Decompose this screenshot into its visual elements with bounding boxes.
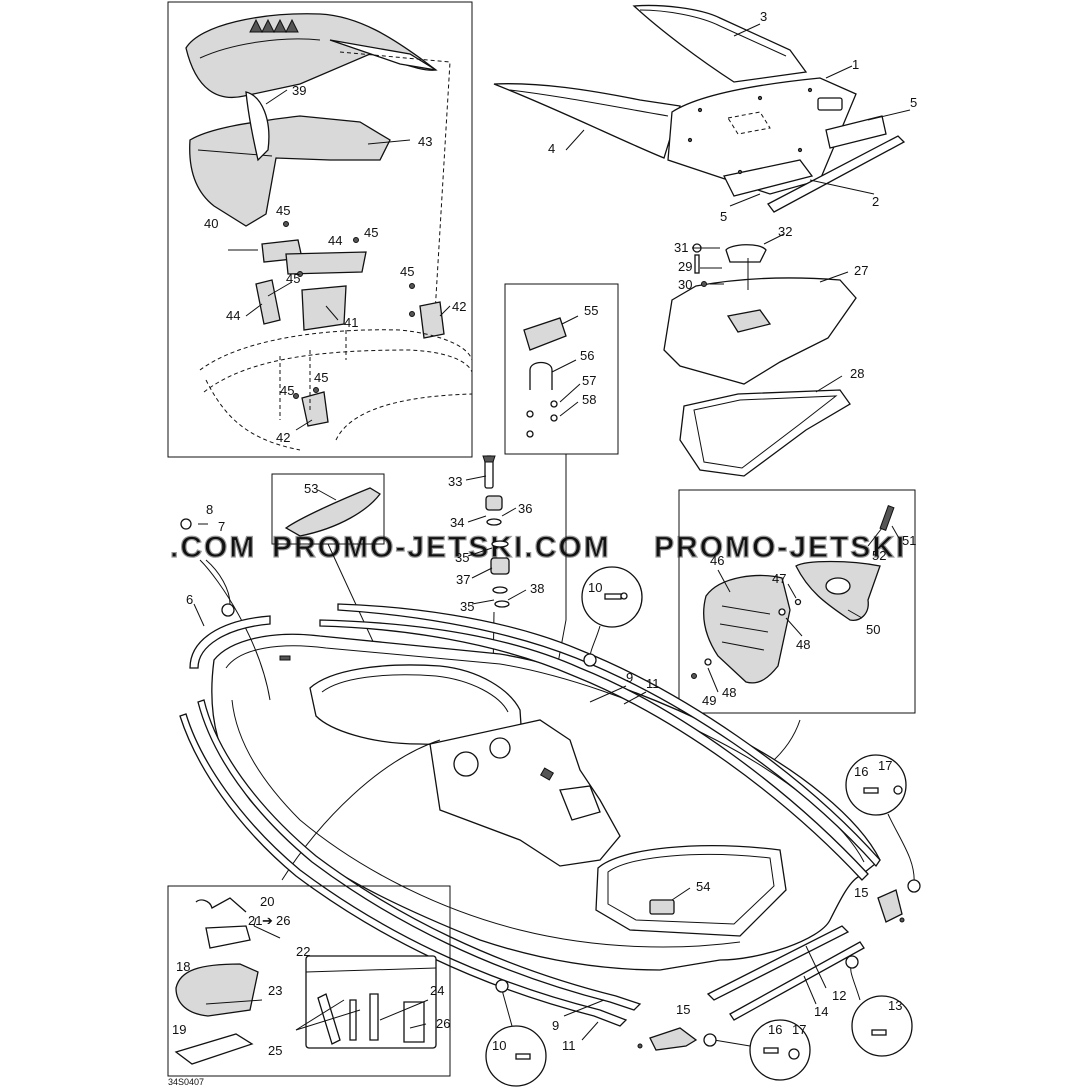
callout-22: 22 <box>296 944 310 959</box>
callout-8: 8 <box>206 502 213 517</box>
inset-glovebox <box>504 283 619 761</box>
callout-32: 32 <box>778 224 792 239</box>
screw-icons <box>283 221 415 399</box>
callout-42-bottom: 42 <box>276 430 290 445</box>
inset-seat <box>167 1 473 458</box>
callout-30: 30 <box>678 277 692 292</box>
callout-11-top: 11 <box>646 676 660 691</box>
callout-23: 23 <box>268 983 282 998</box>
callout-3: 3 <box>760 9 767 24</box>
arrow-icon: ➔ <box>262 913 273 928</box>
callout-45-f: 45 <box>280 383 294 398</box>
callout-17-right: 17 <box>878 758 892 773</box>
callout-54: 54 <box>696 879 710 894</box>
callout-44-top: 44 <box>328 233 342 248</box>
watermark: .COM PROMO-JETSKI.COM PROMO-JETSKI <box>169 530 906 564</box>
callout-25: 25 <box>268 1043 282 1058</box>
inset-toolkit <box>167 885 451 1077</box>
callout-2: 2 <box>872 194 879 209</box>
callout-45-e: 45 <box>314 370 328 385</box>
callout-41: 41 <box>344 315 358 330</box>
callout-labels: 1 2 3 4 5 5 6 7 8 9 9 10 10 11 11 12 13 … <box>172 9 917 1058</box>
callout-18: 18 <box>176 959 190 974</box>
callout-10-top: 10 <box>588 580 602 595</box>
callout-17-bottom: 17 <box>792 1022 806 1037</box>
access-cover <box>663 233 857 477</box>
callout-35-bottom: 35 <box>460 599 474 614</box>
callout-12: 12 <box>832 988 846 1003</box>
callout-10-bottom: 10 <box>492 1038 506 1053</box>
callout-58: 58 <box>582 392 596 407</box>
callout-24: 24 <box>430 983 444 998</box>
callout-44-left: 44 <box>226 308 240 323</box>
watermark-center: PROMO-JETSKI.COM <box>272 531 611 564</box>
callout-16-bottom: 16 <box>768 1022 782 1037</box>
callout-15-right: 15 <box>854 885 868 900</box>
callout-5-bottom: 5 <box>720 209 727 224</box>
callout-35-top: 35 <box>455 550 469 565</box>
fastener-bubbles <box>180 518 921 1087</box>
callout-47: 47 <box>772 571 786 586</box>
callout-1: 1 <box>852 57 859 72</box>
storage-panels <box>493 4 911 213</box>
callout-52: 52 <box>872 548 886 563</box>
callout-48-bottom: 48 <box>722 685 736 700</box>
callout-4: 4 <box>548 141 555 156</box>
callout-45-d: 45 <box>400 264 414 279</box>
callout-50: 50 <box>866 622 880 637</box>
callout-6: 6 <box>186 592 193 607</box>
callout-11-bottom: 11 <box>562 1038 576 1053</box>
callout-14: 14 <box>814 1004 828 1019</box>
callout-37: 37 <box>456 572 470 587</box>
callout-20: 20 <box>260 894 274 909</box>
callout-45-c: 45 <box>286 271 300 286</box>
callout-9-top: 9 <box>626 670 633 685</box>
callout-51: 51 <box>902 533 916 548</box>
watermark-left: .COM <box>170 531 256 564</box>
callout-19: 19 <box>172 1022 186 1037</box>
callout-28: 28 <box>850 366 864 381</box>
callout-57: 57 <box>582 373 596 388</box>
callout-29: 29 <box>678 259 692 274</box>
callout-27: 27 <box>854 263 868 278</box>
callout-26-range: 26 <box>276 913 290 928</box>
callout-42-right: 42 <box>452 299 466 314</box>
callout-39: 39 <box>292 83 306 98</box>
callout-16-right: 16 <box>854 764 868 779</box>
callout-31: 31 <box>674 240 688 255</box>
callout-45-b: 45 <box>364 225 378 240</box>
callout-49: 49 <box>702 693 716 708</box>
watermark-right: PROMO-JETSKI <box>654 531 906 564</box>
callout-21-26: 21 ➔ 26 <box>248 913 290 928</box>
callout-38: 38 <box>530 581 544 596</box>
callout-48-right: 48 <box>796 637 810 652</box>
callout-53: 53 <box>304 481 318 496</box>
callout-9-bottom: 9 <box>552 1018 559 1033</box>
callout-56: 56 <box>580 348 594 363</box>
callout-36: 36 <box>518 501 532 516</box>
bushing-stack <box>465 455 527 741</box>
callout-45-a: 45 <box>276 203 290 218</box>
callout-13: 13 <box>888 998 902 1013</box>
callout-26: 26 <box>436 1016 450 1031</box>
callout-33: 33 <box>448 474 462 489</box>
callout-43: 43 <box>418 134 432 149</box>
callout-40: 40 <box>204 216 218 231</box>
callout-21: 21 <box>248 913 262 928</box>
callout-55: 55 <box>584 303 598 318</box>
callout-7: 7 <box>218 519 225 534</box>
callout-5-top: 5 <box>910 95 917 110</box>
callout-46: 46 <box>710 553 724 568</box>
drawing-code: 34S0407 <box>168 1077 204 1087</box>
callout-34: 34 <box>450 515 464 530</box>
rails <box>179 603 881 1041</box>
callout-15-bottom: 15 <box>676 1002 690 1017</box>
